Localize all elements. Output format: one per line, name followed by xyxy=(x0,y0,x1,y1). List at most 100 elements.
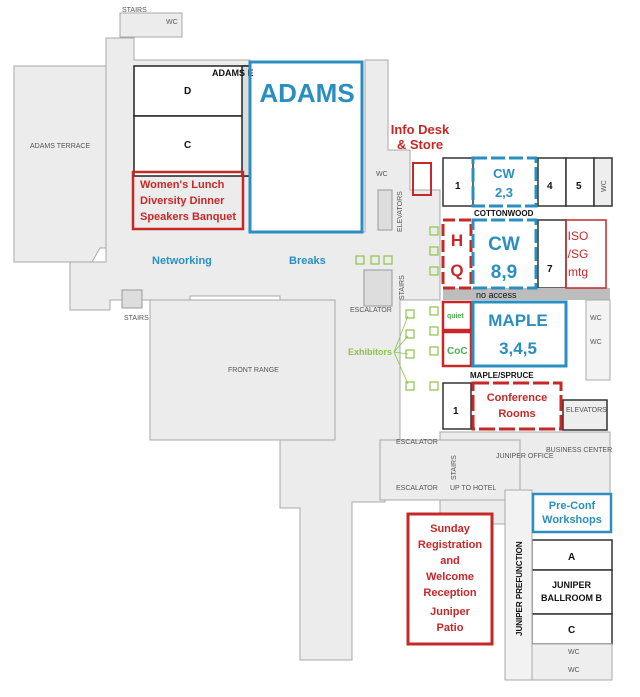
front-range-label: FRONT RANGE xyxy=(228,367,279,374)
elevators-right-box xyxy=(562,399,608,431)
iso-label-1: ISO xyxy=(568,229,589,243)
maple-label-1: MAPLE xyxy=(488,311,548,330)
elevators-right-label: ELEVATORS xyxy=(566,407,607,414)
booth xyxy=(429,306,439,316)
sunday-label-3: and xyxy=(440,555,460,567)
juniper-office-label: JUNIPER OFFICE xyxy=(496,453,554,460)
up-to-hotel-label: UP TO HOTEL xyxy=(450,485,496,492)
floor-plan-base xyxy=(13,12,611,661)
booth xyxy=(429,326,439,336)
booth xyxy=(383,255,393,265)
cw-1-label: 1 xyxy=(455,181,461,192)
quiet-label: quiet xyxy=(447,313,464,320)
booth xyxy=(429,266,439,276)
booth xyxy=(429,346,439,356)
booth xyxy=(429,246,439,256)
maple-label-2: 3,4,5 xyxy=(499,339,537,358)
elevators-mid-label: ELEVATORS xyxy=(397,191,404,232)
front-range-room xyxy=(149,299,336,441)
cw-room-1 xyxy=(442,157,474,207)
womens-lunch-label-2: Diversity Dinner xyxy=(140,195,225,207)
adams-label: ADAMS xyxy=(259,78,354,108)
cottonwood-rooms xyxy=(442,157,613,289)
sunday-label-1: Sunday xyxy=(430,523,471,535)
elevators-mid-box xyxy=(377,189,393,231)
exhibitor-pointer-lines xyxy=(393,315,409,385)
no-access-bar xyxy=(443,288,610,300)
wc-top-label: WC xyxy=(166,19,178,26)
preconf-box xyxy=(531,492,613,534)
stairs-mid-box xyxy=(363,269,393,307)
stairs-top-block xyxy=(119,12,183,38)
quiet-room-box xyxy=(441,300,473,332)
coc-room-box xyxy=(441,330,473,368)
sunday-label-4: Welcome xyxy=(426,571,474,583)
juniper-wc-block xyxy=(531,643,613,681)
conference-label-2: Rooms xyxy=(498,408,535,420)
wc-bottom2-label: WC xyxy=(568,667,580,674)
maple-spruce-label: MAPLE/SPRUCE xyxy=(470,371,534,380)
breaks-label: Breaks xyxy=(289,255,326,267)
cw-7-label: 7 xyxy=(547,264,553,275)
adams-c-label: C xyxy=(184,140,191,151)
hq-q-label: Q xyxy=(450,261,463,280)
escalator-mid-label: ESCALATOR xyxy=(350,307,392,314)
booth xyxy=(429,226,439,236)
cw-room-7 xyxy=(537,219,567,289)
info-desk-label-1: Info Desk xyxy=(391,122,450,137)
escalator-block xyxy=(379,439,521,501)
cw23-label-2: 2,3 xyxy=(495,185,513,200)
adams-terrace-label: ADAMS TERRACE xyxy=(30,143,90,150)
cottonwood-label: COTTONWOOD xyxy=(474,209,534,218)
hq-h-label: H xyxy=(451,231,463,250)
womens-lunch-label-3: Speakers Banquet xyxy=(140,211,236,223)
sunday-label-7: Patio xyxy=(437,622,464,634)
cw-5-label: 5 xyxy=(576,181,582,192)
juniper-prefunction-label: JUNIPER PREFUNCTION xyxy=(515,541,524,636)
iso-label-3: mtg xyxy=(568,265,588,279)
iso-box xyxy=(565,219,607,289)
conference-row xyxy=(442,382,608,431)
cw89-box xyxy=(471,218,538,290)
conf-room-1 xyxy=(442,382,472,430)
conference-label-1: Conference xyxy=(487,392,548,404)
stairs-low-label: STAIRS xyxy=(451,455,458,480)
booth xyxy=(370,255,380,265)
booth xyxy=(429,381,439,391)
juniper-b-label-2: BALLROOM B xyxy=(541,593,602,603)
stairs-left-label: STAIRS xyxy=(124,315,149,322)
wc-maple2-label: WC xyxy=(590,339,602,346)
stairs-left-box xyxy=(121,289,143,309)
juniper-c-label: C xyxy=(568,625,575,636)
booth xyxy=(355,255,365,265)
cw-wc xyxy=(593,157,613,207)
wc-bottom1-label: WC xyxy=(568,649,580,656)
adams-e-label: ADAMS E xyxy=(212,68,254,78)
wc-maple1-label: WC xyxy=(590,315,602,322)
networking-label: Networking xyxy=(152,255,212,267)
booth xyxy=(405,381,415,391)
business-center-label: BUSINESS CENTER xyxy=(546,447,612,454)
juniper-b-room xyxy=(531,569,613,615)
maple-wc xyxy=(585,299,611,381)
sunday-label-2: Registration xyxy=(418,539,482,551)
conference-rooms-box xyxy=(471,381,563,431)
info-desk-label-2: & Store xyxy=(397,137,443,152)
wc-mid-label: WC xyxy=(376,171,388,178)
adams-c-room xyxy=(133,115,251,177)
booth xyxy=(405,309,415,319)
cw89-label-1: CW xyxy=(488,234,520,255)
womens-lunch-label-1: Women's Lunch xyxy=(140,179,225,191)
escalator-low-label: ESCALATOR xyxy=(396,439,438,446)
cw-room-5 xyxy=(565,157,595,207)
iso-label-2: /SG xyxy=(568,247,589,261)
maple-box xyxy=(471,300,568,368)
plan-labels: STAIRS WC ADAMS TERRACE ADAMS E D C WC E… xyxy=(30,7,612,674)
juniper-ballroom xyxy=(531,539,613,645)
sunday-registration-box xyxy=(406,512,494,646)
preconf-label-2: Workshops xyxy=(542,514,602,526)
preconf-label-1: Pre-Conf xyxy=(549,500,596,512)
adams-rooms xyxy=(133,65,251,177)
stairs-top-label: STAIRS xyxy=(122,7,147,14)
